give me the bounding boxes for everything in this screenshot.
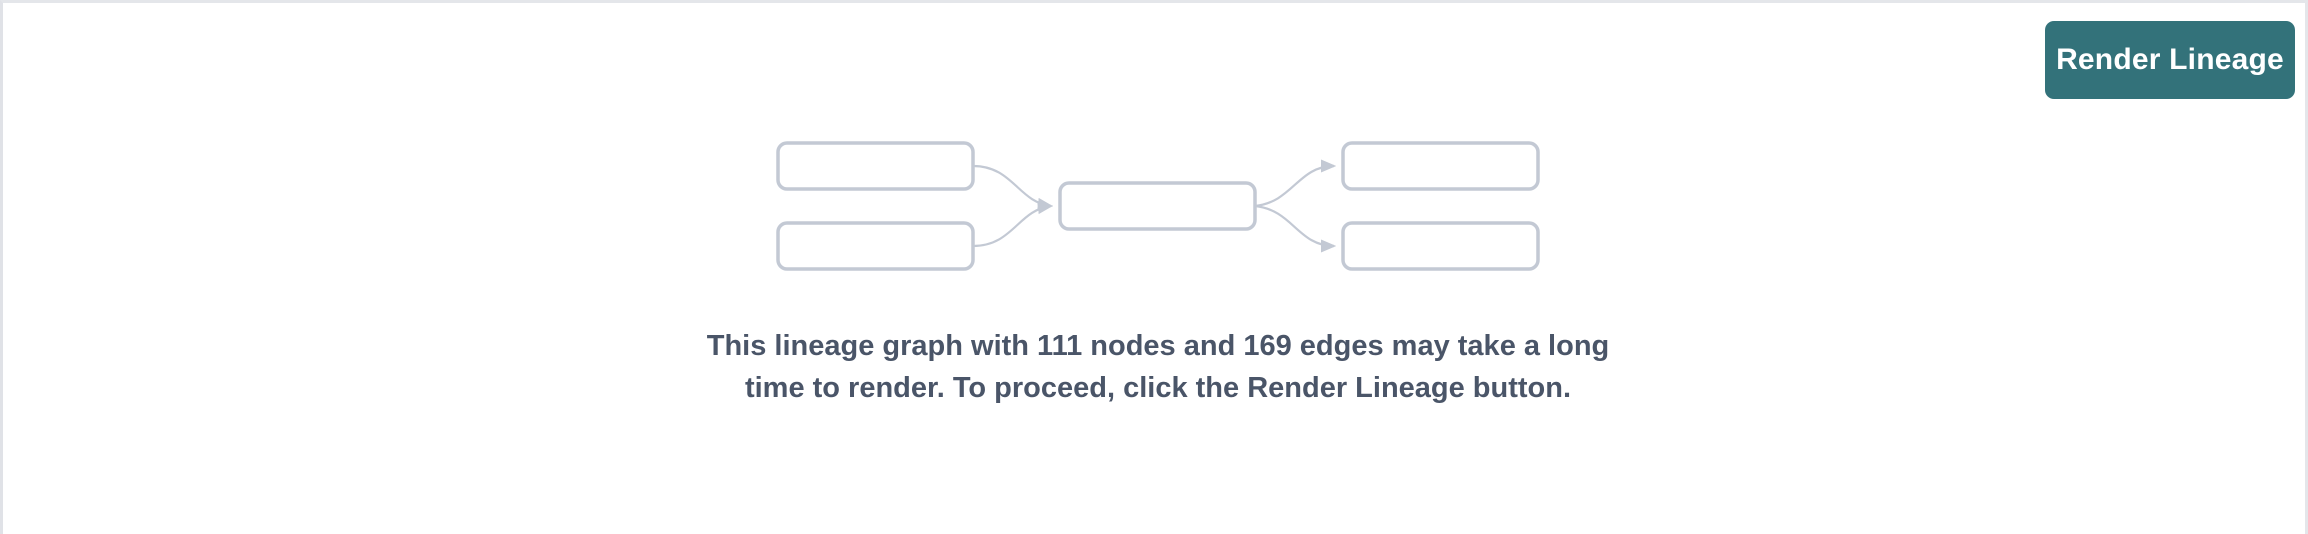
graph-node-downstream-2[interactable]	[1341, 221, 1540, 271]
lineage-warning-message: This lineage graph with 111 nodes and 16…	[706, 330, 1610, 404]
graph-node-focus[interactable]	[1058, 181, 1257, 231]
graph-node-upstream-2[interactable]	[776, 221, 975, 271]
edge-focus-to-downstream-2	[1254, 204, 1337, 253]
lineage-placeholder-graph	[763, 128, 1563, 288]
edge-upstream-1-to-focus	[972, 164, 1054, 211]
graph-node-upstream-1[interactable]	[776, 141, 975, 191]
graph-node-downstream-1[interactable]	[1341, 141, 1540, 191]
edge-focus-to-downstream-1	[1254, 159, 1337, 208]
render-lineage-button[interactable]: Render Lineage	[2045, 21, 2295, 99]
edge-upstream-2-to-focus	[972, 201, 1054, 248]
